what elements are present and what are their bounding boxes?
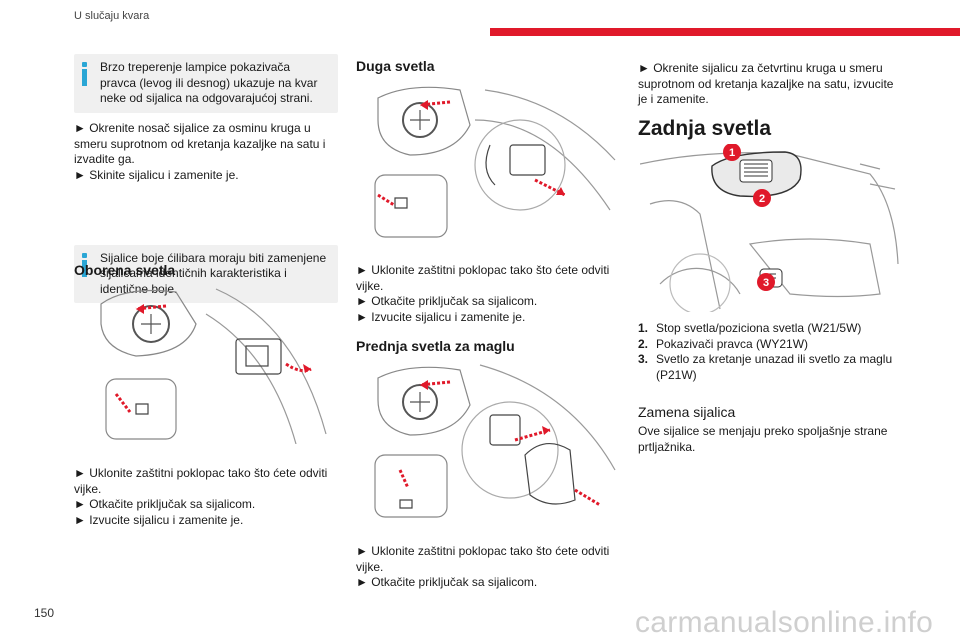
step-text: ► Okrenite nosač sijalice za osminu krug…: [74, 121, 326, 166]
list-item: 2.Pokazivači pravca (WY21W): [638, 336, 809, 351]
section-title: U slučaju kvara: [74, 10, 150, 22]
step-text: ► Skinite sijalicu i zamenite je.: [74, 167, 239, 182]
info-icon: [82, 252, 87, 277]
header-accent-bar: [490, 28, 960, 36]
high-beam-illustration: [370, 80, 618, 242]
watermark: carmanualsonline.info: [635, 606, 934, 639]
step-text: ► Uklonite zaštitni poklopac tako što će…: [74, 466, 328, 496]
heading-high-beam: Duga svetla: [356, 58, 435, 74]
step-text: ► Uklonite zaštitni poklopac tako što će…: [356, 263, 610, 293]
heading-front-fog: Prednja svetla za maglu: [356, 338, 515, 354]
heading-rear-lights: Zadnja svetla: [638, 117, 772, 140]
callout-2: 2: [759, 193, 765, 205]
bulb-list: 1.Stop svetla/poziciona svetla (W21/5W) …: [638, 321, 900, 383]
info-note-text: Brzo treperenje lampice pokazivača pravc…: [100, 60, 318, 105]
rear-lights-illustration: 1 2 3: [640, 144, 902, 312]
info-note: Sijalice boje ćilibara moraju biti zamen…: [74, 244, 338, 303]
step-text: ► Okrenite sijalicu za četvrtinu kruga u…: [638, 61, 894, 106]
info-icon: [82, 62, 87, 86]
subheading-bulb-replacement: Zamena sijalica: [638, 404, 736, 420]
low-beam-illustration: [96, 284, 336, 444]
step-text: ► Izvucite sijalicu i zamenite je.: [356, 309, 526, 324]
step-text: ► Otkačite priključak sa sijalicom.: [74, 497, 256, 511]
paragraph: Ove sijalice se menjaju preko spoljašnje…: [638, 424, 888, 454]
heading-low-beam: Oborena svetla: [74, 262, 176, 278]
callout-1: 1: [729, 147, 735, 159]
front-fog-illustration: [370, 360, 618, 522]
step-text: ► Otkačite priključak sa sijalicom.: [356, 575, 538, 589]
step-text: ► Izvucite sijalicu i zamenite je.: [74, 512, 244, 527]
info-note: Brzo treperenje lampice pokazivača pravc…: [74, 54, 338, 113]
callout-3: 3: [763, 277, 769, 289]
step-text: ► Otkačite priključak sa sijalicom.: [356, 294, 538, 308]
list-item: 1.Stop svetla/poziciona svetla (W21/5W): [638, 321, 862, 335]
list-item: 3.Svetlo za kretanje unazad ili svetlo z…: [638, 352, 893, 382]
info-note-text: Sijalice boje ćilibara moraju biti zamen…: [100, 250, 327, 296]
page-number: 150: [34, 606, 55, 620]
step-text: ► Uklonite zaštitni poklopac tako što će…: [356, 544, 610, 574]
